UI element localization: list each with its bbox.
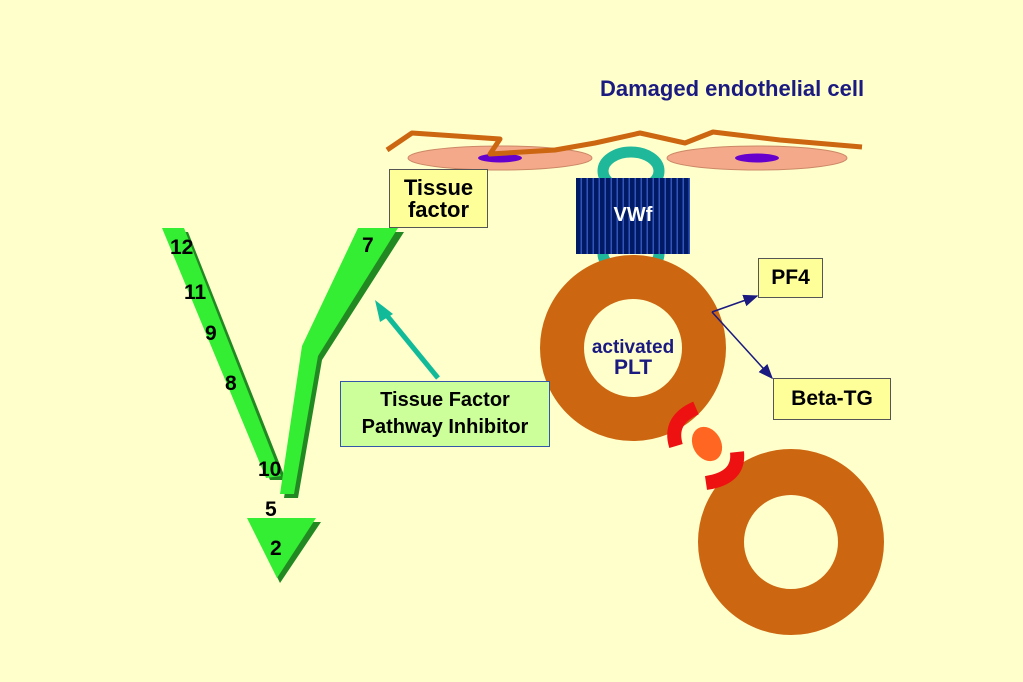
factor-10: 10 <box>258 458 282 481</box>
arrow-to-pf4 <box>711 294 759 313</box>
tfpi-label: Tissue Factor Pathway Inhibitor <box>361 389 529 438</box>
arrow-to-beta-tg <box>711 311 774 380</box>
pf4-box: PF4 <box>758 258 823 298</box>
tissue-factor-label: Tissue factor <box>403 174 474 222</box>
platelet <box>698 449 884 635</box>
cascade-arrow <box>162 228 404 583</box>
receptor-lower <box>704 451 745 490</box>
factor-8: 8 <box>225 372 237 395</box>
tfpi-box: Tissue Factor Pathway Inhibitor <box>340 381 550 447</box>
factor-7: 7 <box>362 234 374 257</box>
tissue-factor-box: Tissue factor <box>389 169 488 228</box>
plt-label: activated PLT <box>573 337 693 379</box>
vwf-label: VWf <box>613 204 653 226</box>
plt-line1: activated <box>591 337 675 358</box>
receptor-upper <box>667 401 700 449</box>
ligand <box>691 426 723 462</box>
factor-9: 9 <box>205 322 217 345</box>
endothelial-cell-right <box>666 145 848 171</box>
beta-tg-box: Beta-TG <box>773 378 891 420</box>
inhibitor-arrow <box>382 310 440 380</box>
plt-line2: PLT <box>613 356 653 379</box>
pf4-label: PF4 <box>771 266 810 289</box>
factor-12: 12 <box>170 236 194 259</box>
vwf-block <box>576 178 690 254</box>
factor-11: 11 <box>184 281 207 304</box>
activated-platelet <box>540 255 726 441</box>
inhibitor-arrow-head <box>375 300 393 322</box>
endothelium-line <box>385 129 863 157</box>
title: Damaged endothelial cell <box>600 76 865 101</box>
factor-2: 2 <box>270 537 282 560</box>
beta-tg-label: Beta-TG <box>791 387 873 410</box>
factor-5: 5 <box>265 498 277 521</box>
